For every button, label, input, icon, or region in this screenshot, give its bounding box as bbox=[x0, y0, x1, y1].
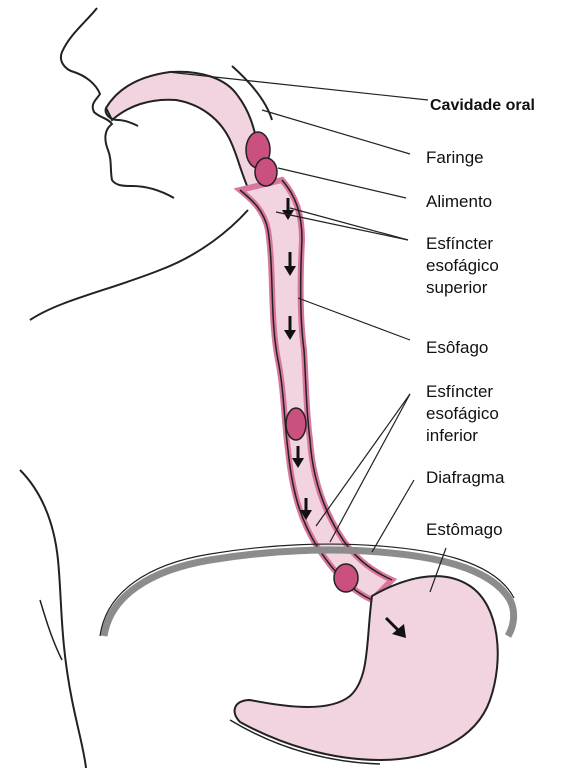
bolus-top-2 bbox=[255, 158, 277, 186]
label-diaphragm: Diafragma bbox=[426, 468, 504, 488]
torso-left bbox=[20, 470, 86, 768]
stomach-shape bbox=[235, 576, 498, 760]
label-esophagus: Esôfago bbox=[426, 338, 488, 358]
bolus-middle bbox=[286, 408, 306, 440]
label-lower-sphincter-line2: esofágico bbox=[426, 404, 499, 424]
label-stomach: Estômago bbox=[426, 520, 503, 540]
arm-line bbox=[40, 600, 62, 660]
leader-food bbox=[278, 168, 406, 198]
label-food: Alimento bbox=[426, 192, 492, 212]
leader-lower-sphincter-a bbox=[316, 394, 410, 526]
neck-outline bbox=[30, 210, 248, 320]
oral-cavity-shape bbox=[106, 72, 272, 188]
leader-diaphragm bbox=[372, 480, 414, 552]
leader-pharynx bbox=[262, 110, 410, 154]
label-oral-cavity: Cavidade oral bbox=[430, 96, 535, 116]
leader-esophagus bbox=[298, 298, 410, 340]
bolus-bottom bbox=[334, 564, 358, 592]
label-pharynx: Faringe bbox=[426, 148, 484, 168]
leader-upper-sphincter-a bbox=[290, 208, 408, 240]
label-upper-sphincter-line2: esofágico bbox=[426, 256, 499, 276]
leader-lower-sphincter-b bbox=[330, 394, 410, 542]
label-upper-sphincter-line1: Esfíncter bbox=[426, 234, 493, 254]
label-lower-sphincter-line1: Esfíncter bbox=[426, 382, 493, 402]
esophagus-outer bbox=[240, 180, 392, 600]
label-upper-sphincter-line3: superior bbox=[426, 278, 487, 298]
label-lower-sphincter-line3: inferior bbox=[426, 426, 478, 446]
